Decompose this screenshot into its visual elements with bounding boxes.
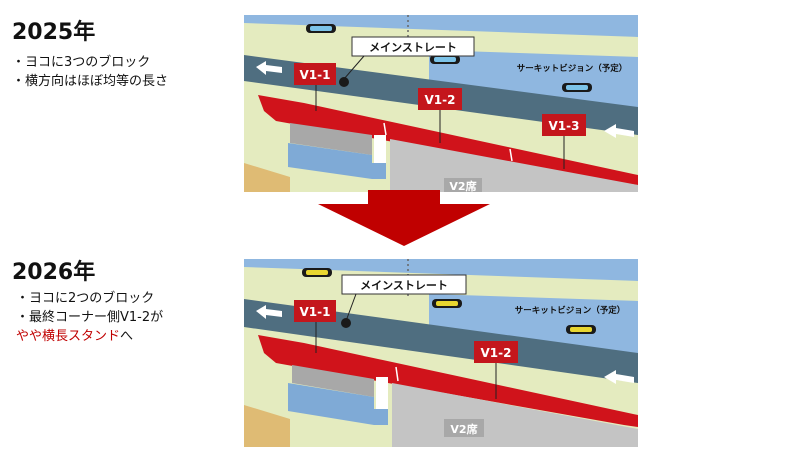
v2-box: [444, 178, 482, 192]
water-strip-top: [244, 15, 638, 37]
arrow-icon-right: [604, 124, 634, 138]
label-box-v1-2: [418, 88, 462, 110]
bullet-2025-1: ・ヨコに3つのブロック: [12, 55, 151, 70]
main-straight-label: メインストレート: [360, 279, 448, 292]
bullet-2026-2: ・最終コーナー側V1-2が: [16, 310, 164, 325]
v2-label: V2席: [450, 422, 477, 436]
main-straight-box: [351, 36, 475, 57]
arrow-icon-right: [604, 370, 634, 384]
block-label-v1-2: V1-2: [425, 93, 456, 107]
arrow-icon-left: [256, 61, 282, 75]
bullets-2026: ・ヨコに2つのブロック ・最終コーナー側V1-2が やや横長スタンドへ: [16, 289, 163, 346]
bullet-2025-2: ・横方向はほぼ均等の長さ: [12, 74, 169, 89]
block-label-v1-1: V1-1: [300, 68, 331, 82]
water-strip-top: [244, 259, 638, 281]
block-label-v1-3: V1-3: [549, 119, 580, 133]
pointer-line: [345, 293, 357, 322]
label-box-v1-1: [294, 300, 336, 322]
block-label-v1-2: V1-2: [481, 346, 512, 360]
label-box-v1-1: [294, 63, 336, 85]
separator-2: [509, 148, 513, 162]
bullets-2025: ・ヨコに3つのブロック ・横方向はほぼ均等の長さ: [12, 53, 168, 91]
block-blue-left: [288, 143, 372, 179]
ground-tan: [244, 163, 290, 192]
stand-map-2026: メインストレート サーキットビジョン（予定） V1-1 V1-2 V2席: [244, 259, 638, 447]
pointer-line: [343, 55, 365, 80]
main-straight-label: メインストレート: [369, 41, 457, 54]
screen-icon-3: [562, 83, 592, 92]
bullet-2026-highlight: やや横長スタンド: [16, 329, 121, 344]
stand-red: [258, 95, 638, 185]
year-2026-heading: 2026年: [12, 260, 96, 285]
block-gray-left: [290, 123, 372, 155]
separator-1: [383, 122, 387, 136]
screen-icon-2: [432, 299, 462, 308]
block-gray-left: [292, 365, 374, 397]
position-marker: [339, 77, 349, 87]
bullet-2026-tail: へ: [120, 329, 134, 344]
block-label-v1-1: V1-1: [300, 305, 331, 319]
position-marker: [341, 318, 351, 328]
block-blue-small: [374, 409, 388, 425]
stand-map-2025-svg: メインストレート サーキットビジョン（予定） V1-1 V1-2 V1-3 V2…: [244, 15, 638, 192]
v2-box: [444, 419, 484, 437]
stand-red: [258, 335, 638, 427]
screen-icon-2: [430, 55, 460, 64]
block-blue-small: [372, 163, 386, 179]
ground-tan: [244, 405, 290, 447]
stand-map-2026-svg: メインストレート サーキットビジョン（予定） V1-1 V1-2 V2席: [244, 259, 638, 447]
label-box-v1-2: [474, 341, 518, 363]
arrow-icon-left: [256, 305, 282, 319]
down-arrow-icon: [318, 190, 490, 250]
separator-1: [395, 366, 399, 382]
label-box-v1-3: [542, 114, 586, 136]
v2-label: V2席: [449, 179, 476, 192]
circuit-vision-label: サーキットビジョン（予定）: [515, 305, 626, 316]
bullet-2026-3: やや横長スタンドへ: [16, 327, 163, 346]
year-2025-heading: 2025年: [12, 20, 96, 45]
circuit-vision-label: サーキットビジョン（予定）: [517, 63, 628, 74]
main-straight-box: [341, 274, 467, 295]
screen-icon-1: [306, 24, 336, 33]
screen-icon-1: [302, 268, 332, 277]
stand-map-2025: メインストレート サーキットビジョン（予定） V1-1 V1-2 V1-3 V2…: [244, 15, 638, 192]
bullet-2026-1: ・ヨコに2つのブロック: [16, 291, 155, 306]
water-area-right: [429, 294, 638, 363]
block-blue-left: [288, 383, 374, 425]
screen-icon-3: [566, 325, 596, 334]
